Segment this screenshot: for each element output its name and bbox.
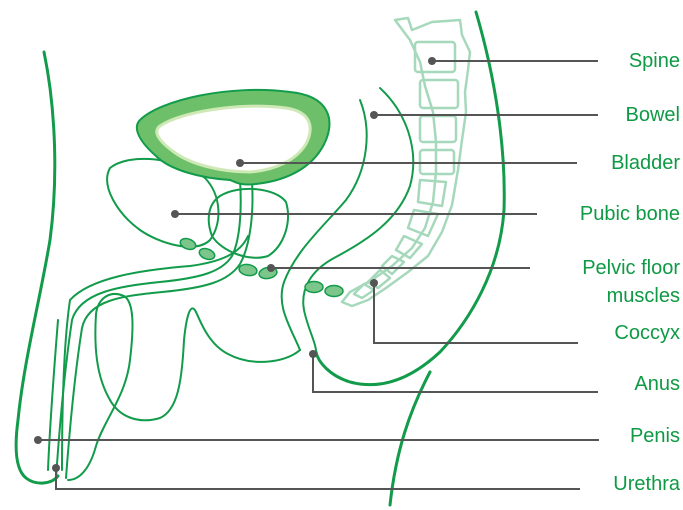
- urethra-path: [56, 180, 241, 478]
- label-pelvic-floor-line1: Pelvic floor: [582, 257, 680, 279]
- perineum-outline: [110, 308, 300, 420]
- muscle-6: [325, 286, 343, 297]
- label-pelvic-floor-line2: muscles: [607, 285, 680, 307]
- urethra-path-outer: [66, 182, 253, 478]
- prostate-shape: [209, 189, 288, 258]
- label-bowel: Bowel: [626, 104, 680, 126]
- muscle-1: [179, 237, 197, 252]
- label-spine: Spine: [629, 50, 680, 72]
- back-outline: [316, 12, 504, 385]
- pointer-urethra: [56, 468, 580, 489]
- bladder-drawing: [137, 90, 330, 185]
- scrotum-outline: [68, 294, 132, 480]
- label-coccyx: Coccyx: [614, 322, 680, 344]
- muscle-3: [238, 263, 258, 277]
- pointer-coccyx: [374, 283, 578, 343]
- label-bladder: Bladder: [611, 152, 680, 174]
- label-penis: Penis: [630, 425, 680, 447]
- pelvic-floor-muscles: [179, 237, 343, 297]
- penis-outline-bottom: [48, 320, 58, 470]
- label-urethra: Urethra: [613, 473, 680, 495]
- label-anus: Anus: [634, 373, 680, 395]
- pointer-anus: [313, 354, 598, 392]
- label-pubic-bone: Pubic bone: [580, 203, 680, 225]
- muscle-5: [305, 282, 323, 293]
- vertebra-3: [420, 116, 456, 142]
- muscle-2: [198, 247, 216, 262]
